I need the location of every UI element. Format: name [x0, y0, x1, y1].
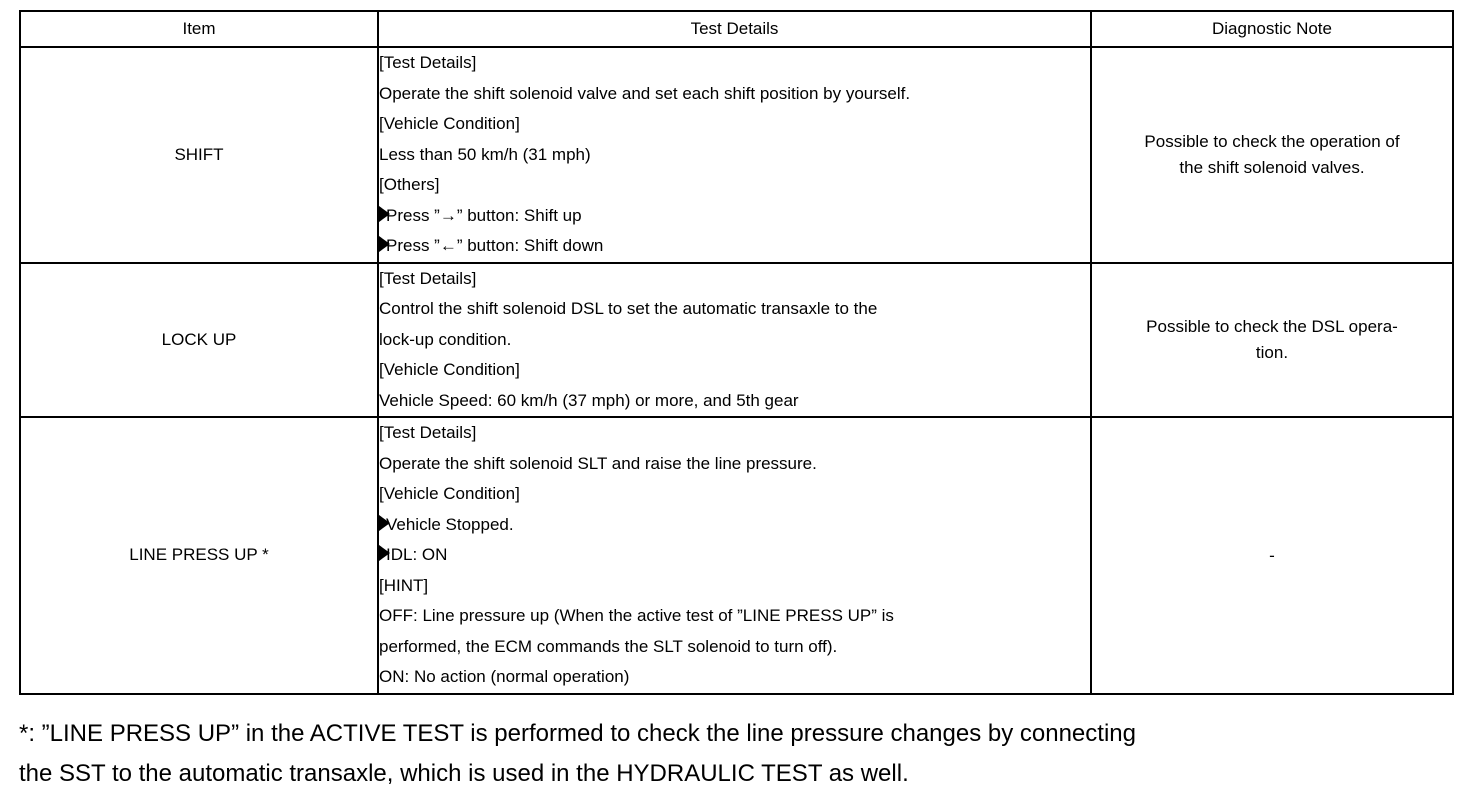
note-line: -	[1269, 545, 1275, 565]
detail-text: [Test Details]	[379, 268, 477, 288]
row-diagnostic-note: Possible to check the DSL opera- tion.	[1090, 261, 1454, 418]
detail-line: [Vehicle Condition]	[379, 479, 1090, 510]
detail-line: Press ”←” button: Shift down	[379, 231, 1090, 262]
footnote-line-2: the SST to the automatic transaxle, whic…	[19, 760, 909, 787]
detail-line: Operate the shift solenoid SLT and raise…	[379, 449, 1090, 480]
detail-text: lock-up condition.	[379, 329, 512, 349]
note-line: Possible to check the operation of	[1144, 132, 1400, 152]
row-diagnostic-note: -	[1090, 416, 1454, 695]
detail-line: [Test Details]	[379, 418, 1090, 449]
detail-line: lock-up condition.	[379, 325, 1090, 356]
detail-line: [HINT]	[379, 571, 1090, 602]
triangle-bullet-icon	[379, 545, 390, 561]
active-test-table: Item Test Details Diagnostic Note SHIFT …	[19, 10, 1454, 695]
row-item-name: LOCK UP	[19, 261, 379, 418]
triangle-bullet-icon	[379, 236, 390, 252]
detail-line: [Test Details]	[379, 264, 1090, 295]
detail-text: Vehicle Speed: 60 km/h (37 mph) or more,…	[379, 390, 799, 410]
detail-line: Press ”→” button: Shift up	[379, 201, 1090, 232]
detail-line: Control the shift solenoid DSL to set th…	[379, 294, 1090, 325]
table-row: LINE PRESS UP * [Test Details] Operate t…	[19, 416, 1454, 695]
detail-text: Vehicle Stopped.	[386, 514, 514, 534]
triangle-bullet-icon	[379, 514, 390, 531]
row-test-details: [Test Details] Operate the shift solenoi…	[377, 416, 1092, 695]
detail-line: Less than 50 km/h (31 mph)	[379, 140, 1090, 171]
detail-text: [Others]	[379, 175, 440, 194]
detail-text: Control the shift solenoid DSL to set th…	[379, 299, 878, 318]
detail-text: Press ”←” button: Shift down	[386, 236, 604, 255]
detail-line: performed, the ECM commands the SLT sole…	[379, 632, 1090, 663]
detail-text: Less than 50 km/h (31 mph)	[379, 144, 591, 164]
note-line: tion.	[1255, 342, 1289, 362]
row-item-name: SHIFT	[19, 46, 379, 264]
detail-line: [Test Details]	[379, 48, 1090, 79]
detail-text: IDL: ON	[386, 545, 448, 564]
detail-text: Operate the shift solenoid SLT and raise…	[379, 453, 817, 473]
detail-text: ON: No action (normal operation)	[379, 667, 630, 686]
table-row: SHIFT [Test Details] Operate the shift s…	[19, 46, 1454, 264]
column-header-item: Item	[19, 10, 379, 48]
row-test-details: [Test Details] Control the shift solenoi…	[377, 261, 1092, 418]
footnote: *: ”LINE PRESS UP” in the ACTIVE TEST is…	[19, 714, 1462, 794]
detail-line: [Vehicle Condition]	[379, 355, 1090, 386]
table-header-row: Item Test Details Diagnostic Note	[19, 10, 1454, 48]
detail-line: OFF: Line pressure up (When the active t…	[379, 601, 1090, 632]
row-item-name: LINE PRESS UP *	[19, 416, 379, 695]
detail-text: OFF: Line pressure up (When the active t…	[379, 606, 894, 625]
note-line: the shift solenoid valves.	[1179, 157, 1365, 177]
column-header-diagnostic-note: Diagnostic Note	[1090, 10, 1454, 48]
note-line: Possible to check the DSL opera-	[1146, 317, 1398, 337]
column-header-test-details: Test Details	[377, 10, 1092, 48]
detail-line: ON: No action (normal operation)	[379, 662, 1090, 693]
detail-line: Vehicle Stopped.	[379, 510, 1090, 541]
detail-text: Operate the shift solenoid valve and set…	[379, 83, 911, 103]
table-row: LOCK UP [Test Details] Control the shift…	[19, 261, 1454, 418]
detail-line: [Vehicle Condition]	[379, 109, 1090, 140]
footnote-line-1: *: ”LINE PRESS UP” in the ACTIVE TEST is…	[19, 720, 1136, 747]
detail-text: [Vehicle Condition]	[379, 484, 520, 503]
row-test-details: [Test Details] Operate the shift solenoi…	[377, 46, 1092, 264]
detail-line: Vehicle Speed: 60 km/h (37 mph) or more,…	[379, 386, 1090, 417]
detail-text: performed, the ECM commands the SLT sole…	[379, 636, 838, 656]
detail-text: [Test Details]	[379, 53, 477, 72]
detail-text: [Test Details]	[379, 423, 477, 442]
detail-text: [Vehicle Condition]	[379, 114, 520, 133]
triangle-bullet-icon	[379, 205, 390, 222]
detail-line: IDL: ON	[379, 540, 1090, 571]
detail-text: Press ”→” button: Shift up	[386, 205, 582, 225]
detail-text: [Vehicle Condition]	[379, 360, 520, 379]
row-diagnostic-note: Possible to check the operation of the s…	[1090, 46, 1454, 264]
detail-line: Operate the shift solenoid valve and set…	[379, 79, 1090, 110]
detail-text: [HINT]	[379, 575, 429, 595]
detail-line: [Others]	[379, 170, 1090, 201]
